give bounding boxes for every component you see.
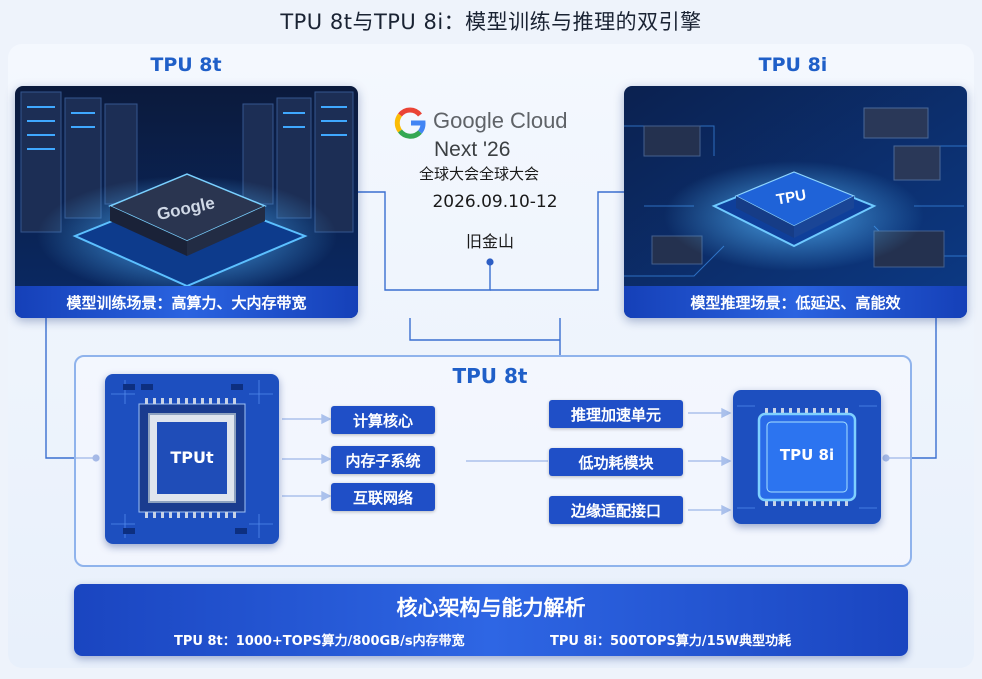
inference-accelerator-box: 推理加速单元 <box>549 400 683 428</box>
inference-caption: 模型推理场景：低延迟、高能效 <box>624 286 967 318</box>
tpu-8i-chip: TPU 8i <box>733 390 881 524</box>
inference-scene-card: TPU 模型推理场景：低延迟、高能效 <box>624 86 967 318</box>
server-room-illustration: Google <box>15 86 358 318</box>
edge-interface-box: 边缘适配接口 <box>549 496 683 524</box>
left-heading: TPU 8t <box>150 54 222 76</box>
chip-8t-label: TPUt <box>170 448 214 467</box>
training-caption: 模型训练场景：高算力、大内存带宽 <box>15 286 358 318</box>
event-date: 2026.09.10-12 <box>432 192 558 212</box>
tpu-8t-chip: TPUt <box>105 374 279 544</box>
low-power-module-box: 低功耗模块 <box>549 448 683 476</box>
chip-8t-graphic <box>105 374 279 544</box>
training-scene-card: Google 模型训练场景：高算力、大内存带宽 <box>15 86 358 318</box>
right-heading: TPU 8i <box>758 54 828 76</box>
chip-8i-graphic <box>733 390 881 524</box>
memory-subsystem-box: 内存子系统 <box>331 446 435 474</box>
spec-8i: TPU 8i：500TOPS算力/15W典型功耗 <box>550 634 792 649</box>
summary-banner: 核心架构与能力解析 TPU 8t：1000+TOPS算力/800GB/s内存带宽… <box>74 584 908 656</box>
chip-8i-label: TPU 8i <box>779 446 835 464</box>
chip-label-text: TPU <box>775 187 807 209</box>
compute-core-box: 计算核心 <box>331 406 435 434</box>
google-g-icon <box>394 107 426 139</box>
google-cloud-logo: Google Cloud <box>393 102 593 142</box>
edition-text: Next '26 <box>434 138 511 161</box>
architecture-heading: TPU 8t <box>452 364 528 388</box>
spec-8t: TPU 8t：1000+TOPS算力/800GB/s内存带宽 <box>174 634 465 649</box>
brand-text: Google Cloud <box>433 108 568 133</box>
interconnect-box: 互联网络 <box>331 483 435 511</box>
circuit-board-illustration: TPU <box>624 86 967 318</box>
event-subtitle: 全球大会全球大会 <box>419 165 540 183</box>
page-title: TPU 8t与TPU 8i：模型训练与推理的双引擎 <box>280 10 702 34</box>
summary-title: 核心架构与能力解析 <box>396 596 586 620</box>
event-location: 旧金山 <box>465 232 514 251</box>
